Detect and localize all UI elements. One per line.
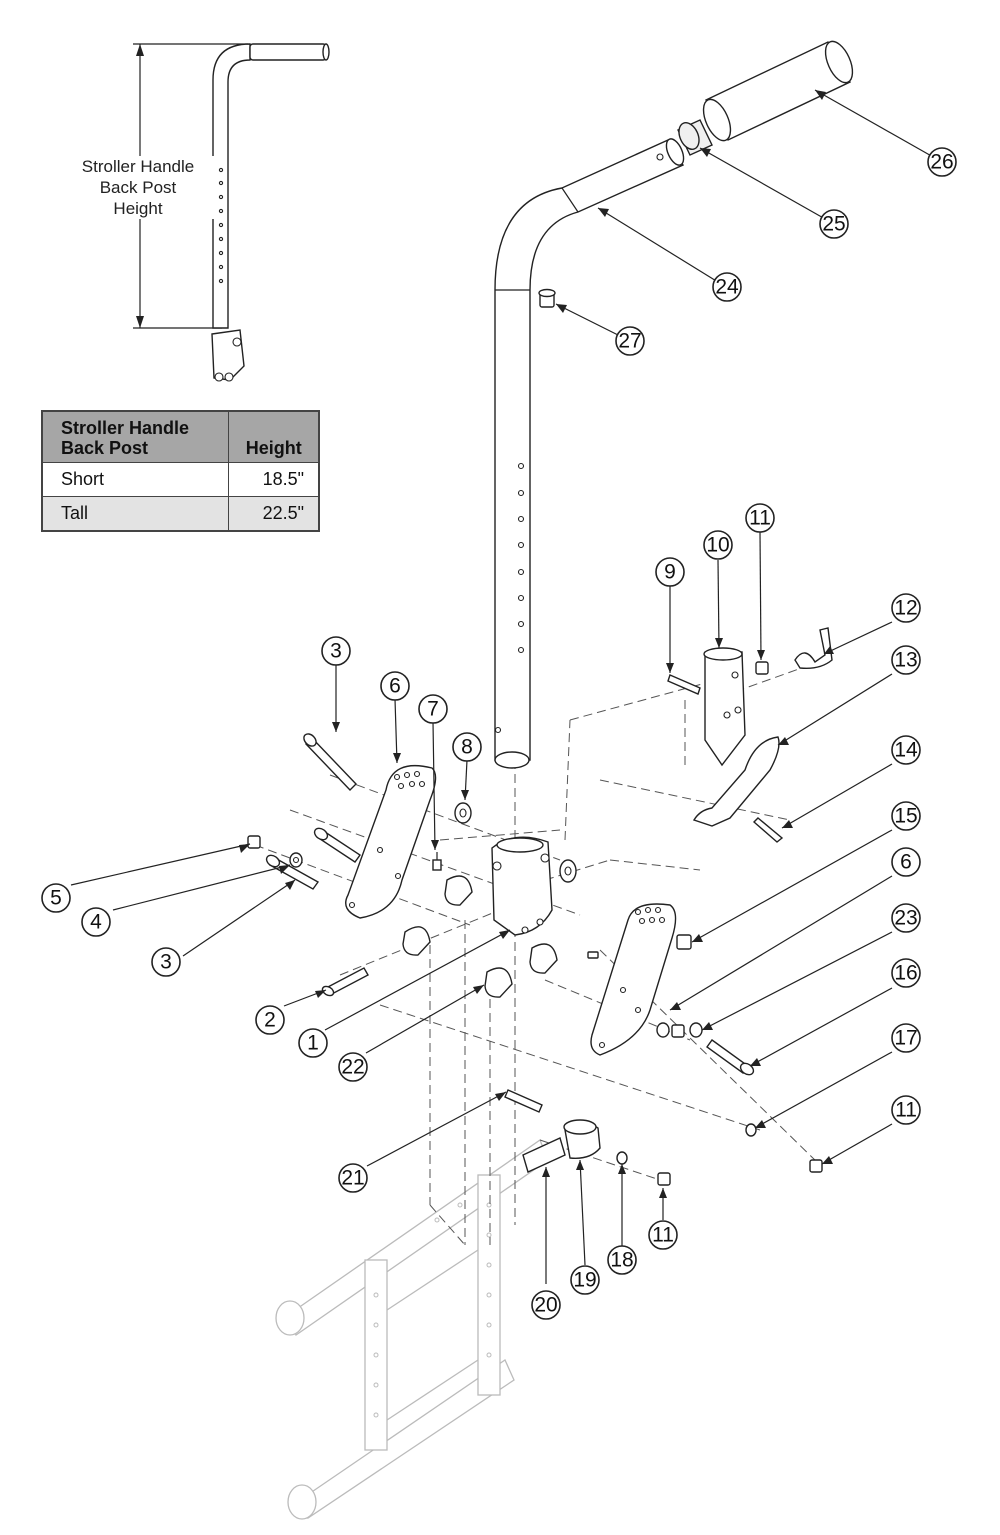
svg-text:3: 3 [330, 640, 342, 663]
svg-text:15: 15 [894, 805, 917, 828]
side-plate-left [345, 764, 437, 919]
handle-plug [538, 288, 556, 308]
svg-text:13: 13 [894, 649, 917, 672]
callout-21: 21 [338, 1163, 368, 1193]
svg-text:25: 25 [822, 213, 845, 236]
svg-text:17: 17 [894, 1027, 917, 1050]
callout-4: 4 [81, 907, 111, 937]
dimension-label-line-2: Back Post [99, 178, 177, 197]
svg-text:6: 6 [900, 851, 912, 874]
handle-grip [702, 40, 854, 142]
callout-6-left: 6 [380, 671, 410, 701]
svg-text:10: 10 [706, 534, 729, 557]
callout-13: 13 [891, 645, 921, 675]
callout-6-right: 6 [891, 847, 921, 877]
svg-text:21: 21 [341, 1167, 364, 1190]
lock-assembly [667, 627, 833, 843]
svg-text:27: 27 [618, 330, 641, 353]
callout-22: 22 [338, 1052, 368, 1082]
svg-text:6: 6 [389, 675, 401, 698]
callout-7: 7 [418, 694, 448, 724]
svg-text:1: 1 [307, 1032, 319, 1055]
callout-leaders [70, 89, 943, 1284]
svg-text:20: 20 [534, 1294, 557, 1317]
callout-11-right: 11 [891, 1095, 921, 1125]
height-spec-table: Stroller Handle Back Post Height Short 1… [41, 410, 320, 532]
back-post [494, 138, 685, 769]
table-cell-height: 22.5" [228, 496, 320, 532]
dimension-label-line-1: Stroller Handle [81, 157, 195, 176]
svg-text:22: 22 [341, 1056, 364, 1079]
callout-24: 24 [712, 272, 742, 302]
svg-text:7: 7 [427, 698, 439, 721]
callout-9: 9 [655, 557, 685, 587]
callout-17: 17 [891, 1023, 921, 1053]
callout-20: 20 [531, 1290, 561, 1320]
svg-text:18: 18 [610, 1249, 633, 1272]
svg-text:12: 12 [894, 597, 917, 620]
callout-15: 15 [891, 801, 921, 831]
svg-text:3: 3 [160, 951, 172, 974]
table-cell-post: Tall [41, 496, 230, 532]
callout-19: 19 [570, 1265, 600, 1295]
callout-11-bottom: 11 [648, 1220, 678, 1250]
table-row: Short 18.5" [41, 462, 320, 497]
callout-18: 18 [607, 1245, 637, 1275]
side-plate-right [590, 903, 677, 1056]
inset-post-holes [218, 167, 224, 284]
callout-arrowheads [239, 90, 834, 1198]
callout-26: 26 [927, 147, 957, 177]
svg-text:24: 24 [715, 276, 739, 299]
table-cell-height: 18.5" [228, 462, 320, 497]
callout-16: 16 [891, 958, 921, 988]
dimension-label-line-3: Height [113, 199, 163, 218]
frame-ghost-holes [373, 1202, 492, 1418]
callout-11-top: 11 [745, 503, 775, 533]
callout-12: 12 [891, 593, 921, 623]
svg-text:8: 8 [461, 736, 473, 759]
svg-text:11: 11 [749, 507, 771, 530]
callout-2: 2 [255, 1005, 285, 1035]
svg-text:4: 4 [90, 911, 102, 934]
svg-text:11: 11 [652, 1224, 674, 1247]
callout-1: 1 [298, 1028, 328, 1058]
callout-10: 10 [703, 530, 733, 560]
callout-8: 8 [452, 732, 482, 762]
svg-text:9: 9 [664, 561, 676, 584]
table-cell-post: Short [41, 462, 230, 497]
svg-text:23: 23 [894, 907, 917, 930]
svg-text:5: 5 [50, 887, 62, 910]
dimension-label: Stroller Handle Back Post Height [58, 156, 218, 219]
svg-text:19: 19 [573, 1269, 596, 1292]
callout-27: 27 [615, 326, 645, 356]
svg-text:16: 16 [894, 962, 917, 985]
callout-25: 25 [819, 209, 849, 239]
callout-3-upper: 3 [321, 636, 351, 666]
table-header-post: Stroller Handle Back Post [41, 410, 230, 463]
svg-text:26: 26 [930, 151, 953, 174]
back-post-adjustment-holes [494, 462, 525, 734]
callout-14: 14 [891, 735, 921, 765]
table-row: Tall 22.5" [41, 496, 320, 532]
table-header-height: Height [228, 410, 320, 463]
svg-text:14: 14 [894, 739, 918, 762]
inset-back-post-drawing [133, 43, 330, 382]
callout-23: 23 [891, 903, 921, 933]
fasteners [247, 733, 823, 1186]
handle-insert [677, 119, 713, 156]
svg-text:2: 2 [264, 1009, 276, 1032]
frame-ghost [275, 1139, 549, 1520]
svg-text:11: 11 [895, 1099, 917, 1122]
callout-3-lower: 3 [151, 947, 181, 977]
post-receiver [491, 836, 553, 936]
callout-5: 5 [41, 883, 71, 913]
callout-balloons: 1 2 3 3 4 5 6 6 7 8 9 10 11 11 11 12 13 … [41, 147, 957, 1320]
table-header-row: Stroller Handle Back Post Height [41, 410, 320, 463]
